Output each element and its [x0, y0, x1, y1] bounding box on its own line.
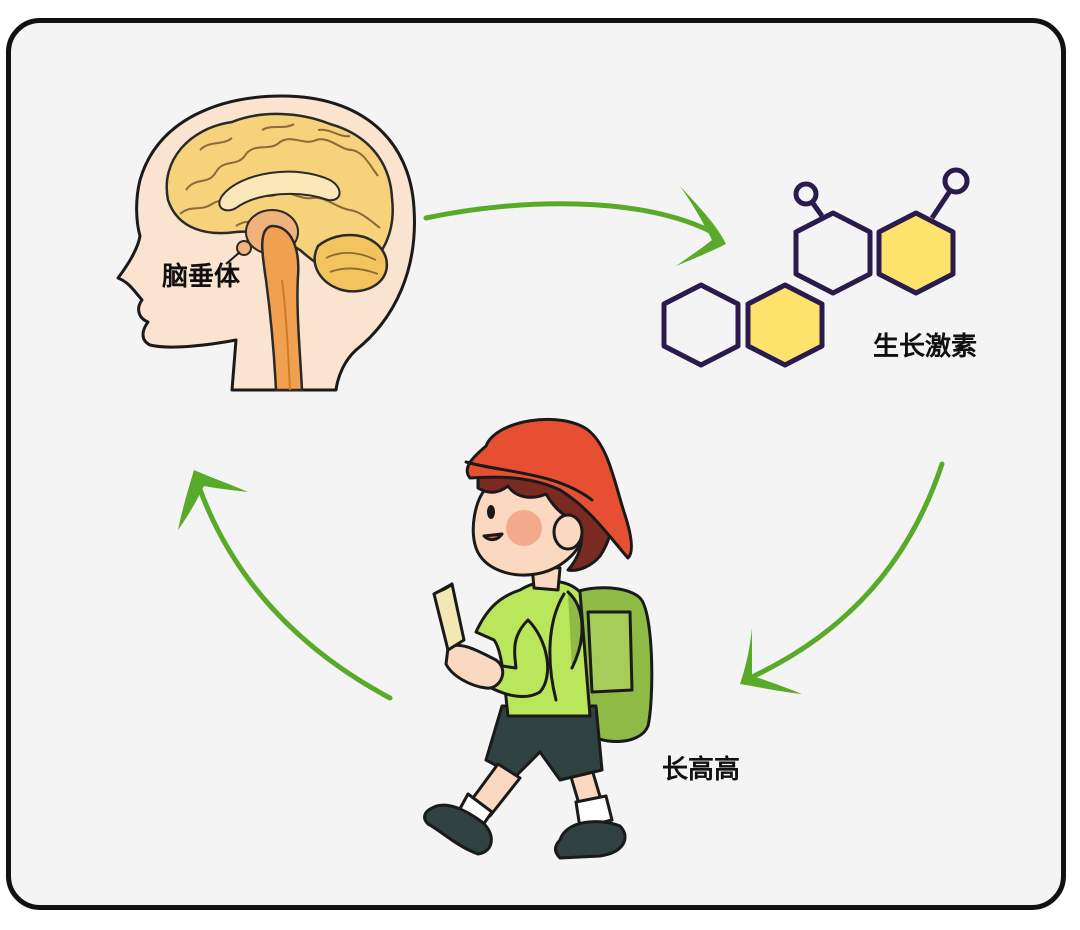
grow-tall-label: 长高高	[662, 755, 741, 785]
walking-child-illustration	[423, 417, 654, 860]
pituitary-label: 脑垂体	[162, 262, 241, 292]
cycle-arrow-icon	[178, 186, 945, 701]
hormone-molecule-icon	[661, 167, 970, 368]
growth-hormone-label: 生长激素	[873, 332, 978, 362]
brain-head-illustration	[116, 94, 416, 392]
